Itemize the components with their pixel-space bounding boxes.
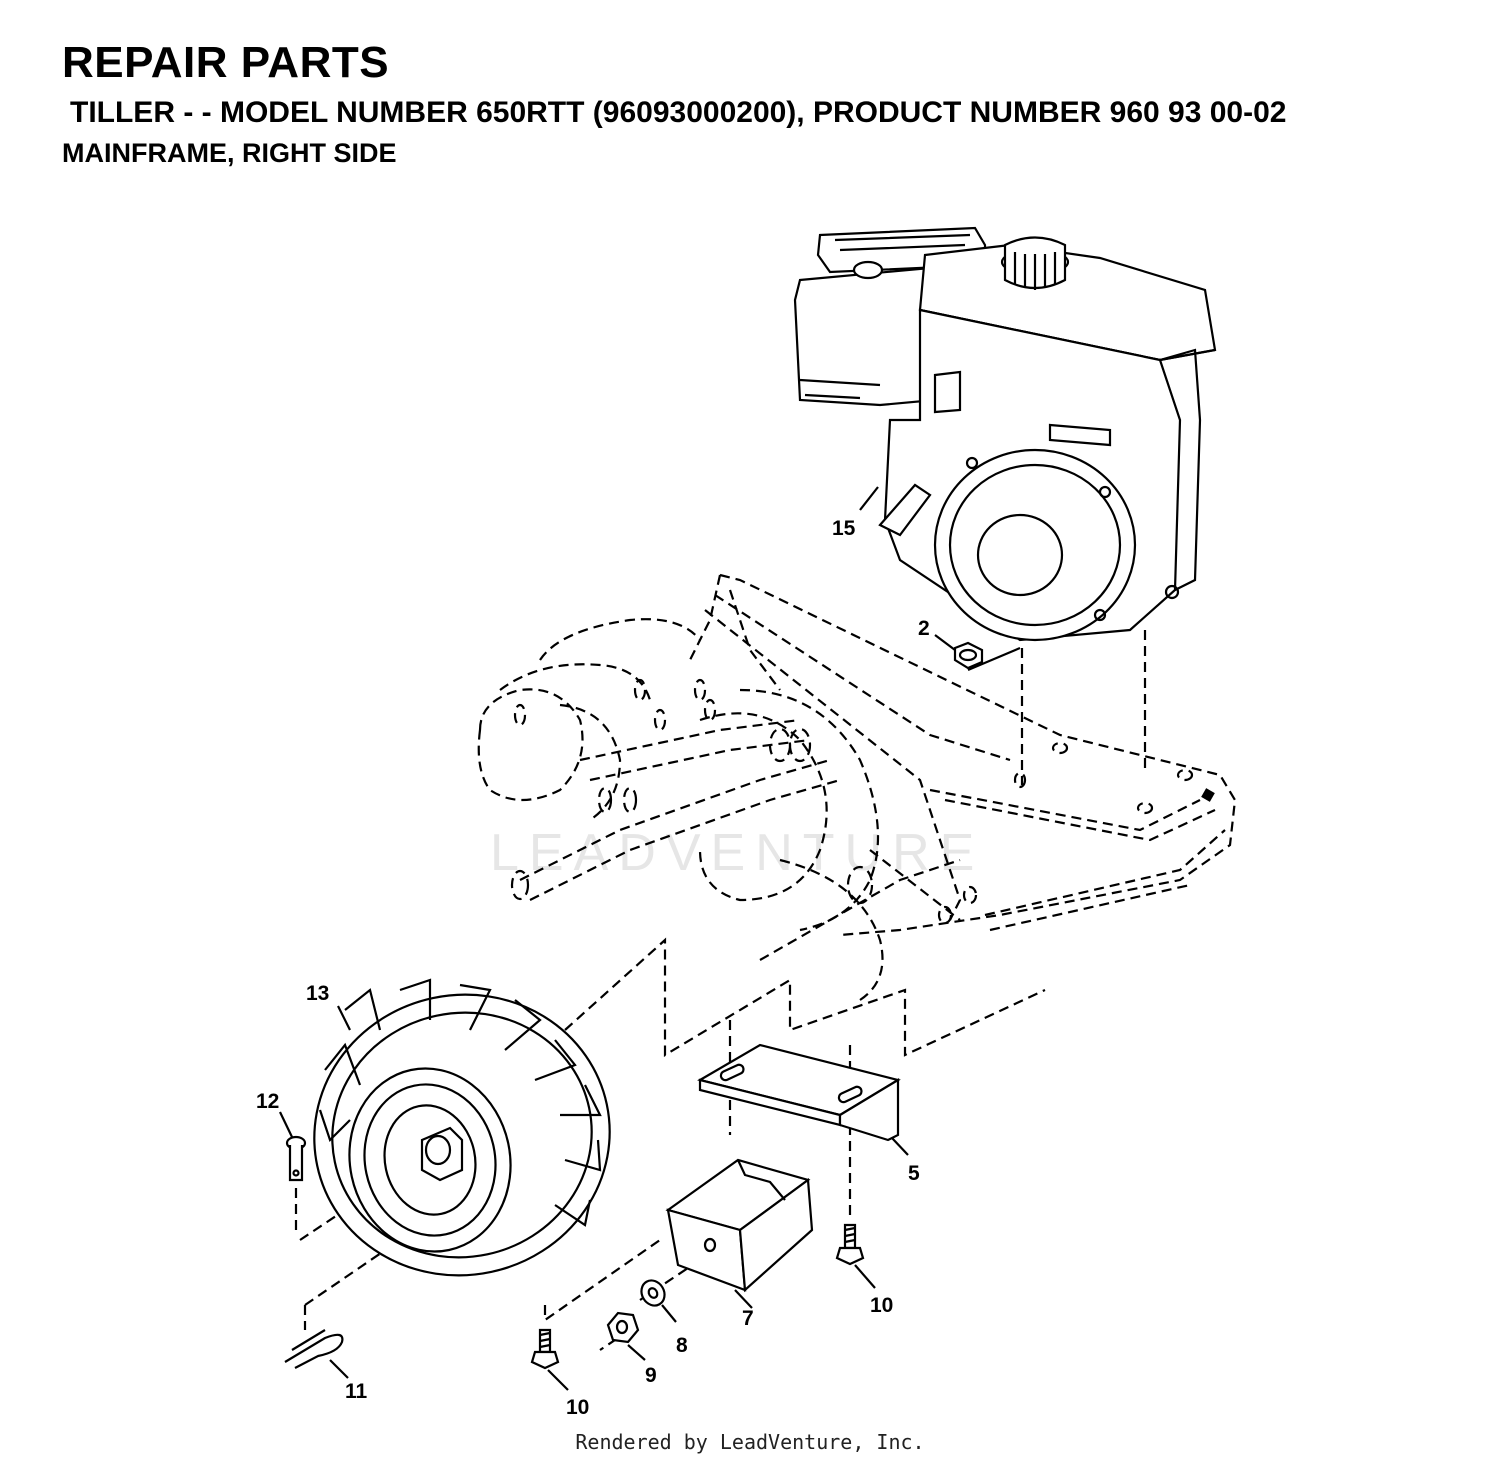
hairpin-clip-part-11[interactable] [284, 1329, 344, 1369]
model-subtitle: TILLER - - MODEL NUMBER 650RTT (96093000… [70, 96, 1287, 129]
section-title: MAINFRAME, RIGHT SIDE [62, 138, 397, 168]
leader-12 [279, 1111, 293, 1138]
bolt-part-10-lower[interactable] [530, 1328, 560, 1370]
leader-8 [661, 1304, 677, 1323]
callout-15[interactable]: 15 [832, 517, 856, 540]
leader-2 [934, 634, 1021, 672]
tine-assembly-phantom [477, 618, 884, 1001]
callout-10-lower[interactable]: 10 [566, 1396, 589, 1419]
leader-13 [337, 1005, 351, 1031]
leader-10-lower [547, 1369, 569, 1391]
callout-11[interactable]: 11 [345, 1380, 368, 1403]
bolt-part-10-right[interactable] [835, 1223, 865, 1266]
washer-part-8[interactable] [637, 1276, 669, 1310]
callout-2[interactable]: 2 [918, 617, 930, 640]
nut-part-2[interactable] [953, 641, 984, 670]
leader-10-right [854, 1264, 876, 1289]
leader-15 [859, 486, 879, 511]
page-title: REPAIR PARTS [62, 38, 390, 87]
nut-part-9[interactable] [606, 1311, 640, 1344]
callout-12[interactable]: 12 [256, 1090, 279, 1113]
clevis-pin-part-12[interactable] [285, 1135, 307, 1182]
bracket-part-5[interactable] [697, 1043, 901, 1142]
callout-8[interactable]: 8 [676, 1334, 688, 1357]
callout-7[interactable]: 7 [742, 1307, 754, 1330]
leader-7 [734, 1289, 753, 1309]
leader-9 [627, 1344, 646, 1361]
watermark-text: LEADVENTURE [490, 824, 984, 882]
callout-9[interactable]: 9 [645, 1364, 657, 1387]
callout-13[interactable]: 13 [306, 982, 329, 1005]
footer-credit: Rendered by LeadVenture, Inc. [575, 1430, 925, 1454]
leader-11 [329, 1359, 349, 1379]
callout-10-right[interactable]: 10 [870, 1294, 893, 1317]
leader-5 [891, 1137, 909, 1156]
callout-5[interactable]: 5 [908, 1162, 920, 1185]
weight-block-part-7[interactable] [665, 1158, 814, 1293]
engine-part-15[interactable] [793, 226, 1217, 642]
wheel-tire-part-13[interactable] [288, 967, 636, 1302]
mainframe-phantom [689, 573, 1237, 937]
